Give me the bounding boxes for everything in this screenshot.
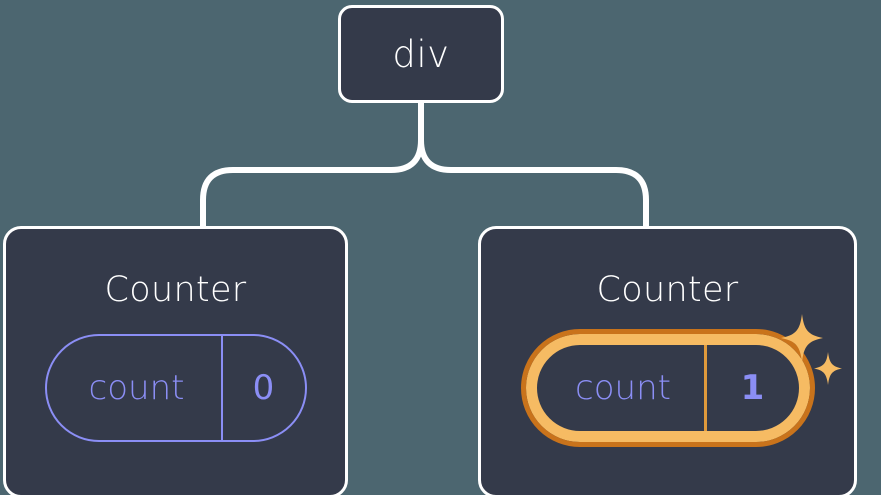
node-div-label: div	[392, 32, 450, 76]
state-key-label: count	[575, 368, 671, 408]
state-value-label: 0	[220, 336, 305, 440]
state-pill-count-0[interactable]: count 0	[44, 334, 307, 442]
state-value-label: 1	[703, 345, 799, 431]
counter-right-state-wrap: count 1	[481, 314, 854, 447]
counter-right-title: Counter	[596, 270, 739, 310]
node-counter-right[interactable]: Counter count 1	[478, 226, 857, 495]
counter-left-title: Counter	[104, 270, 247, 310]
counter-left-state-wrap: count 0	[6, 334, 345, 442]
sparkle-icon	[814, 352, 842, 385]
node-counter-left[interactable]: Counter count 0	[3, 226, 348, 495]
state-pill-count-1[interactable]: count 1	[520, 329, 815, 447]
node-div[interactable]: div	[338, 5, 504, 103]
state-key-label: count	[88, 368, 185, 408]
